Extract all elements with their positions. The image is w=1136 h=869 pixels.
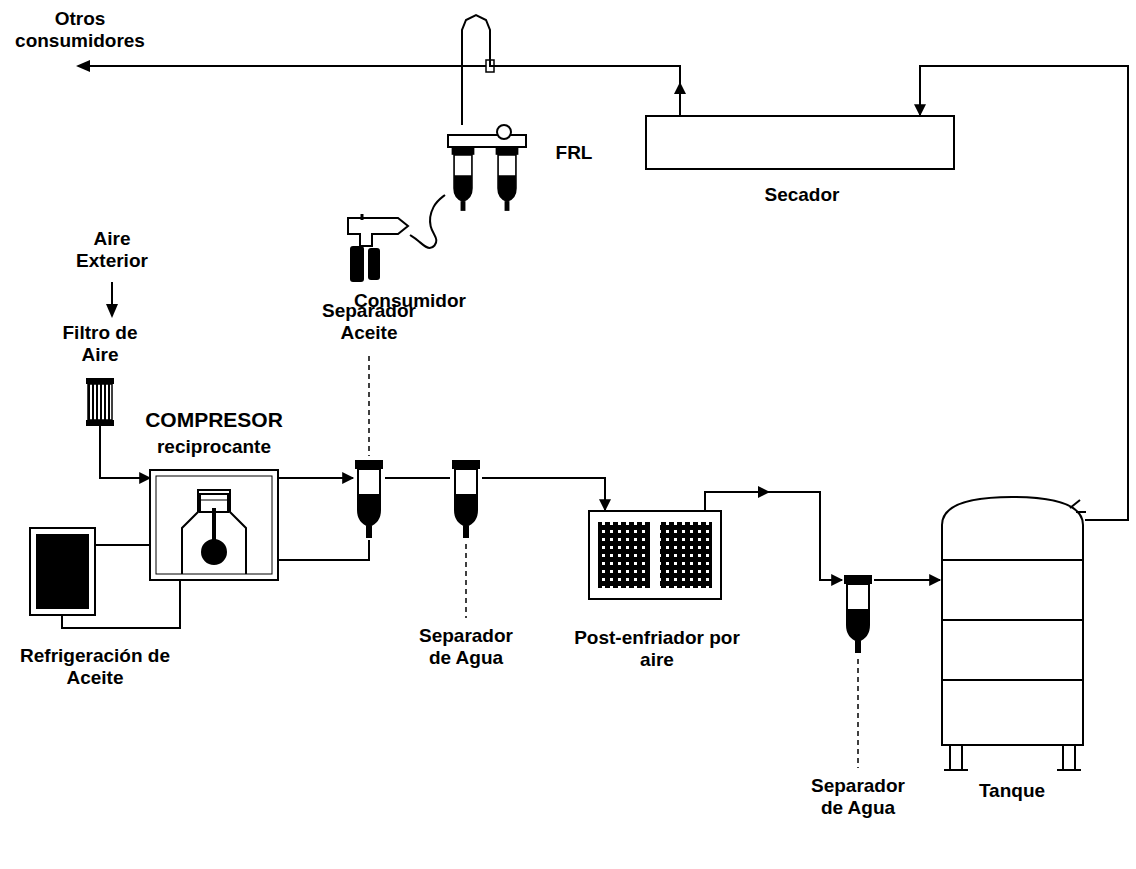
oil-cooler — [30, 528, 95, 615]
air-pipe — [385, 477, 450, 479]
air-tank — [942, 497, 1086, 770]
component: Refrigeración de Aceite — [30, 528, 95, 615]
air-tank-part — [942, 497, 1083, 745]
air-tank-part — [944, 769, 968, 771]
frl-unit — [448, 125, 526, 211]
oil-cooler-part — [30, 528, 95, 615]
component-label: Refrigeración de Aceite — [13, 645, 178, 689]
arrow-head — [106, 304, 118, 318]
arrow-head — [76, 60, 90, 72]
water-separator — [844, 575, 872, 653]
component-label: Secador — [742, 184, 862, 206]
spray-gun-part — [348, 218, 408, 246]
compressor-part — [202, 540, 226, 564]
oil-separator — [355, 460, 383, 538]
air-pipe — [874, 579, 940, 581]
air-pipe — [100, 426, 150, 478]
component-label: Separador Aceite — [314, 300, 424, 344]
component: Secador — [645, 115, 955, 170]
intake-arrow — [111, 282, 113, 306]
air-tank-part — [1070, 500, 1086, 512]
air-tank-part — [942, 679, 1083, 681]
air-pipe — [462, 15, 680, 125]
component: Tanque — [940, 495, 1085, 745]
leader-line — [465, 544, 467, 618]
air-filter — [86, 378, 114, 426]
air-pipe — [62, 580, 180, 628]
air-pipe — [920, 66, 1128, 520]
leader-line — [857, 659, 859, 768]
component-label: FRL — [544, 142, 604, 164]
frl-unit-part — [497, 125, 511, 139]
air-tank-part — [950, 745, 1075, 770]
compressor — [150, 470, 278, 580]
compressor-part — [182, 490, 246, 574]
component-label: Post-enfriador por aire — [570, 627, 745, 671]
component: COMPRESORreciprocante — [150, 470, 278, 580]
spray-gun-part — [368, 248, 380, 280]
cooler-core — [660, 522, 712, 588]
component: Separador Aceite — [353, 460, 385, 540]
air-filter-part — [86, 378, 114, 384]
flow-label: Aire Exterior — [60, 228, 165, 272]
component-label: Separador de Agua — [803, 775, 913, 819]
component-label: Filtro de Aire — [50, 322, 150, 366]
air-filter-part — [88, 384, 112, 420]
flow-label: Otros consumidores — [5, 8, 155, 52]
water-separator — [452, 460, 480, 538]
air-tank-part — [942, 559, 1083, 561]
oil-cooler-part — [36, 534, 89, 609]
compressor-part — [212, 508, 216, 544]
spray-gun-part — [361, 214, 364, 220]
air-pipe — [482, 478, 605, 510]
frl-unit-part — [452, 148, 475, 211]
cooler-core — [598, 522, 650, 588]
component-label: Separador de Agua — [411, 625, 521, 669]
air-filter-part — [86, 420, 114, 426]
air-pipe — [705, 492, 842, 580]
spray-gun-part — [350, 246, 364, 282]
air-pipe — [278, 540, 369, 560]
component-label: COMPRESOR — [129, 408, 299, 432]
component: Post-enfriador por aire — [588, 510, 722, 600]
compressor-part — [200, 500, 228, 501]
supply-line — [86, 65, 490, 67]
spray-gun — [348, 214, 408, 282]
component: Separador de Agua — [450, 460, 482, 540]
frl-unit-part — [448, 135, 526, 147]
air-pipe — [95, 544, 150, 546]
frl-unit-part — [496, 148, 519, 211]
component: Separador de Agua — [842, 575, 874, 655]
air-tank-part — [1057, 769, 1081, 771]
air-pipe — [278, 477, 353, 479]
air-tank-part — [942, 619, 1083, 621]
component-label: reciprocante — [129, 436, 299, 458]
component: FRL — [445, 125, 530, 215]
component: Filtro de Aire — [86, 378, 114, 426]
compressor-part — [156, 476, 272, 574]
air-hose — [410, 195, 445, 248]
component-label: Tanque — [952, 780, 1072, 802]
compressor-part — [150, 470, 278, 580]
leader-line — [368, 356, 370, 456]
component: Consumidor — [345, 212, 410, 284]
